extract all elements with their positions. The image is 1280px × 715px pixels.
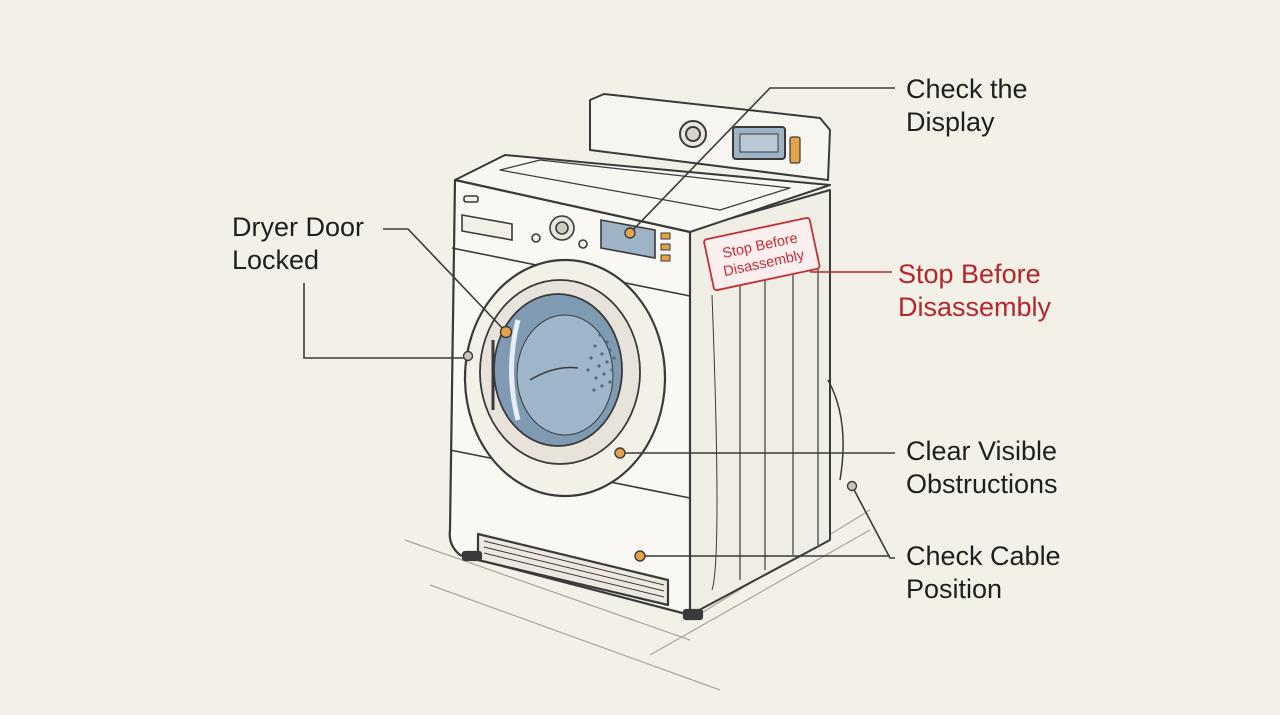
label-dryer-door-line-1: Dryer Door [232, 212, 365, 242]
marker-obstructions [614, 447, 626, 459]
label-cable-line-2: Position [906, 574, 1003, 604]
label-stop-line-1: Stop Before [898, 259, 1041, 289]
leader-cable [851, 485, 895, 559]
marker-cable [846, 480, 858, 492]
marker-display [624, 227, 636, 239]
label-cable-line-1: Check Cable [906, 541, 1061, 571]
leader-door [383, 228, 507, 333]
label-clear-line-1: Clear Visible [906, 436, 1058, 466]
leader-display [629, 87, 895, 234]
label-stop-before-disassembly: Stop Before Disassembly [898, 258, 1051, 324]
label-clear-visible-obstructions: Clear Visible Obstructions [906, 435, 1058, 501]
drum-perforations [586, 333, 616, 392]
leader-door-side [303, 283, 468, 359]
label-check-display: Check the Display [906, 73, 1028, 139]
label-stop-line-2: Disassembly [898, 292, 1052, 322]
control-panel [461, 195, 671, 262]
marker-dots [462, 227, 858, 562]
marker-door-latch [499, 325, 513, 339]
label-check-display-line-2: Display [906, 107, 995, 137]
door [463, 258, 667, 498]
marker-door-hinge [462, 350, 474, 362]
label-clear-line-2: Obstructions [906, 469, 1058, 499]
rear-console [589, 93, 831, 181]
cabinet-side [689, 189, 844, 616]
marker-kick-panel [634, 550, 646, 562]
leader-lines [303, 87, 895, 559]
label-dryer-door-line-2: Locked [232, 245, 320, 275]
warning-sticker: Stop Before Disassembly [703, 217, 821, 292]
label-check-display-line-1: Check the [906, 74, 1028, 104]
label-check-cable-position: Check Cable Position [906, 540, 1061, 606]
label-dryer-door-locked: Dryer Door Locked [232, 211, 364, 277]
